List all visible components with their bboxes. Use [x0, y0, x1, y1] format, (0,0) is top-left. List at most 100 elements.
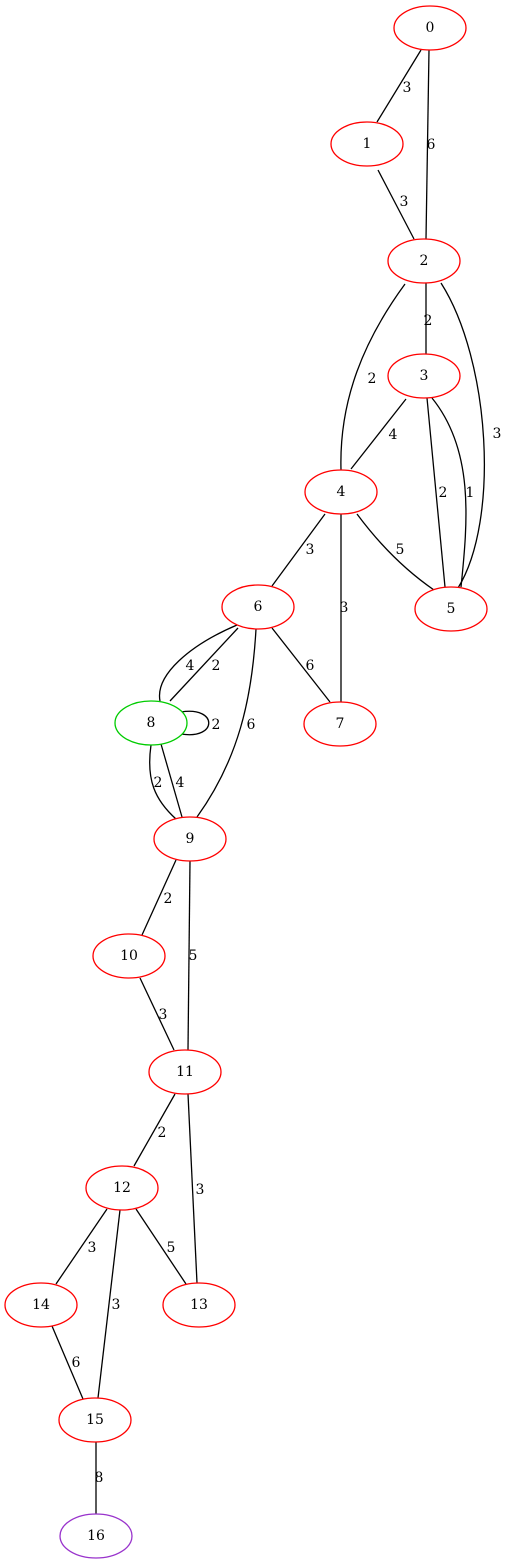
edge-weight-label: 3 — [196, 1182, 205, 1198]
edge-weight-label: 3 — [88, 1240, 97, 1256]
edge-weight-label: 2 — [368, 371, 377, 387]
edge-weight-label: 3 — [112, 1297, 121, 1313]
edge-line — [350, 398, 407, 470]
node-3: 3 — [387, 353, 461, 399]
edge-9-10: 2 — [141, 859, 177, 936]
edge-weight-label: 4 — [186, 658, 195, 674]
node-0: 0 — [393, 5, 467, 51]
node-7: 7 — [303, 701, 377, 747]
edge-8-9: 2 — [149, 744, 177, 820]
node-9: 9 — [153, 816, 227, 862]
edge-weight-label: 2 — [424, 313, 433, 329]
edge-8-8: 2 — [180, 710, 220, 736]
edge-9-11: 5 — [187, 860, 197, 1051]
node-label: 1 — [363, 136, 372, 152]
edge-line — [160, 743, 183, 818]
node-ellipse — [221, 584, 295, 630]
edge-line — [377, 169, 415, 240]
node-ellipse — [92, 933, 166, 979]
edge-4-7: 3 — [340, 514, 349, 702]
edge-weight-label: 2 — [164, 891, 173, 907]
edge-line — [376, 49, 422, 123]
node-ellipse — [58, 1397, 132, 1443]
edge-line — [133, 1093, 176, 1167]
edge-6-7: 6 — [271, 627, 331, 703]
edge-line — [271, 513, 326, 587]
edge-weight-label: 5 — [167, 1240, 176, 1256]
edge-weight-label: 6 — [306, 658, 315, 674]
edge-weight-label: 3 — [340, 600, 349, 616]
edge-weight-label: 5 — [396, 542, 405, 558]
node-ellipse — [387, 353, 461, 399]
edge-8-9: 4 — [160, 743, 185, 818]
edge-weight-label: 2 — [212, 658, 221, 674]
edge-3-5: 2 — [426, 397, 448, 588]
node-label: 9 — [186, 831, 195, 847]
edge-line — [426, 397, 446, 588]
edge-weight-label: 6 — [427, 137, 436, 153]
edge-line — [97, 1209, 121, 1399]
edge-12-14: 3 — [55, 1208, 108, 1285]
edge-4-6: 3 — [271, 513, 326, 587]
node-label: 10 — [120, 948, 138, 964]
node-ellipse — [303, 701, 377, 747]
edge-line — [169, 627, 239, 702]
node-11: 11 — [148, 1049, 222, 1095]
edge-weight-label: 3 — [493, 426, 502, 442]
edge-0-2: 6 — [425, 49, 436, 240]
node-ellipse — [114, 700, 188, 746]
edge-2-3: 2 — [424, 283, 433, 354]
edge-weight-label: 2 — [439, 485, 448, 501]
edge-line — [149, 744, 177, 820]
node-13: 13 — [162, 1282, 236, 1328]
node-label: 12 — [113, 1180, 131, 1196]
edge-weight-label: 4 — [389, 427, 398, 443]
edge-1-2: 3 — [377, 169, 415, 240]
edge-weight-label: 8 — [95, 1470, 104, 1486]
edge-2-5: 3 — [440, 282, 502, 589]
edge-weight-label: 4 — [176, 775, 185, 791]
node-1: 1 — [330, 121, 404, 167]
node-label: 13 — [190, 1297, 208, 1313]
edge-line — [187, 860, 191, 1051]
node-14: 14 — [4, 1282, 78, 1328]
edge-line — [51, 1325, 84, 1400]
edge-line — [440, 282, 486, 589]
edge-line — [158, 624, 238, 702]
edge-2-4: 2 — [340, 283, 406, 471]
node-label: 2 — [420, 253, 429, 269]
edge-weight-label: 3 — [306, 542, 315, 558]
edge-weight-label: 1 — [466, 485, 475, 501]
node-12: 12 — [85, 1165, 159, 1211]
edge-weight-label: 2 — [158, 1125, 167, 1141]
node-ellipse — [148, 1049, 222, 1095]
node-label: 6 — [254, 599, 263, 615]
edge-line — [187, 1093, 198, 1284]
node-16: 16 — [59, 1513, 133, 1559]
edge-weight-label: 3 — [403, 80, 412, 96]
edge-11-12: 2 — [133, 1093, 176, 1167]
edge-weight-label: 3 — [159, 1007, 168, 1023]
node-label: 0 — [426, 20, 435, 36]
node-label: 11 — [176, 1064, 194, 1080]
node-label: 4 — [337, 484, 346, 500]
edge-weight-label: 3 — [400, 194, 409, 210]
node-label: 15 — [86, 1412, 104, 1428]
node-ellipse — [304, 469, 378, 515]
node-ellipse — [4, 1282, 78, 1328]
edge-10-11: 3 — [139, 977, 175, 1051]
node-ellipse — [387, 238, 461, 284]
edge-11-13: 3 — [187, 1093, 205, 1284]
edge-weight-label: 6 — [247, 717, 256, 733]
edge-6-8: 4 — [158, 624, 238, 702]
node-label: 7 — [336, 716, 345, 732]
node-label: 3 — [420, 368, 429, 384]
node-8: 8 — [114, 700, 188, 746]
edge-12-15: 3 — [97, 1209, 121, 1399]
node-label: 5 — [447, 601, 456, 617]
edge-12-13: 5 — [135, 1208, 187, 1285]
node-6: 6 — [221, 584, 295, 630]
